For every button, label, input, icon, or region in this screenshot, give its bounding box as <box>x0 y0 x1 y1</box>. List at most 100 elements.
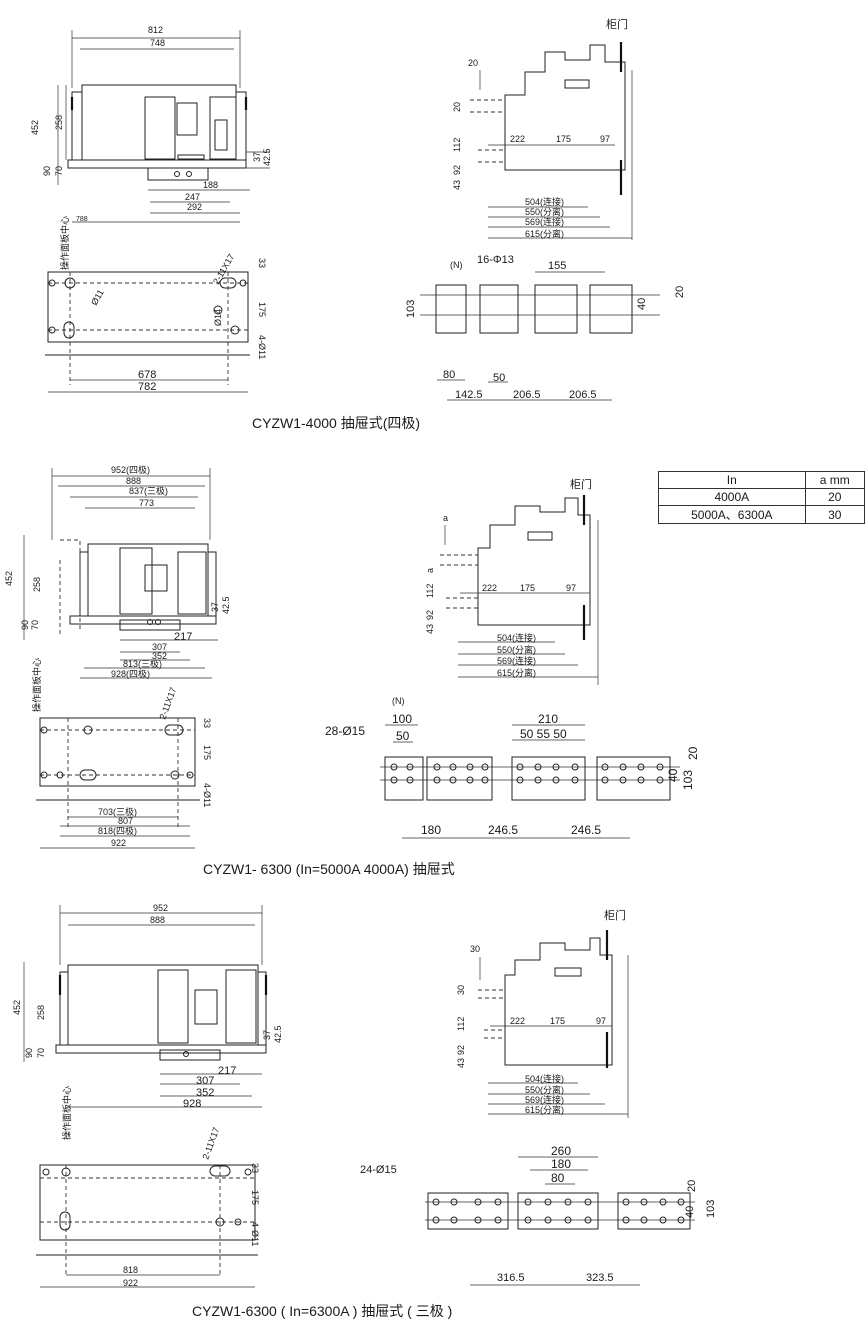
dim-43: 43 <box>456 1058 466 1068</box>
diagram-title-6300-a: CYZW1- 6300 (In=5000A 4000A) 抽屉式 <box>203 861 455 877</box>
dim-928: 928(四极) <box>111 668 150 679</box>
dim-206-5-a: 206.5 <box>513 389 541 401</box>
dim-928: 928 <box>183 1098 201 1110</box>
dim-550: 550(分离) <box>525 1084 564 1095</box>
terminal-view-6300-a: (N) 28-Ø15 100 50 210 50 55 50 20 <box>325 696 700 839</box>
dim-40: 40 <box>666 768 680 782</box>
dim-246-5-b: 246.5 <box>571 823 601 837</box>
mount-view-4000: 2-11X17 Ø11 Ø14 33 175 4-Ø11 678 782 <box>45 252 267 393</box>
dim-70: 70 <box>36 1048 46 1058</box>
dim-703: 703(三极) <box>98 806 137 817</box>
dim-217: 217 <box>218 1065 236 1077</box>
dim-42-5: 42.5 <box>221 596 231 614</box>
dim-42-5: 42.5 <box>273 1025 283 1043</box>
dim-20: 20 <box>686 1180 698 1192</box>
terminal-view-4000: (N) 16-Φ13 155 103 20 40 80 50 142.5 206… <box>405 254 686 401</box>
dim-504: 504(连接) <box>525 1073 564 1084</box>
dim-42-5: 42.5 <box>262 148 272 166</box>
dim-188: 188 <box>203 180 218 190</box>
dim-569: 569(连接) <box>497 655 536 666</box>
dim-210: 210 <box>538 712 558 726</box>
front-view-6300-a: 952(四极) 888 837(三极) 773 452 258 90 70 37 <box>4 464 231 712</box>
dim-97: 97 <box>600 134 610 144</box>
dim-103: 103 <box>405 300 417 318</box>
hole-o11: Ø11 <box>89 288 106 307</box>
table-cell-a-value: 20 <box>804 488 866 506</box>
dim-175: 175 <box>257 302 267 317</box>
dim-888: 888 <box>150 915 165 925</box>
dim-258: 258 <box>32 577 42 592</box>
dim-80: 80 <box>443 369 455 381</box>
dim-550: 550(分离) <box>497 644 536 655</box>
dim-952: 952 <box>153 903 168 913</box>
dim-50-55-50: 50 55 50 <box>520 727 567 741</box>
dim-92: 92 <box>452 165 462 175</box>
dim-43: 43 <box>452 180 462 190</box>
dim-258: 258 <box>36 1005 46 1020</box>
dim-30-left: 30 <box>456 985 466 995</box>
dim-222: 222 <box>482 583 497 593</box>
table-cell-a-value: 30 <box>804 505 866 524</box>
diagram-title-4000: CYZW1-4000 抽屉式(四极) <box>252 415 420 431</box>
dim-258: 258 <box>54 115 64 130</box>
dim-452: 452 <box>30 120 40 135</box>
dim-818: 818(四极) <box>98 825 137 836</box>
table-row: 5000A、6300A 30 <box>658 505 866 524</box>
dim-292: 292 <box>187 202 202 212</box>
panel-center-label: 操作面板中心 <box>31 658 42 712</box>
dim-452: 452 <box>4 571 14 586</box>
door-label: 柜门 <box>604 908 626 922</box>
table-row: 4000A 20 <box>658 488 866 506</box>
dim-175: 175 <box>202 745 212 760</box>
side-view-4000: 柜门 20 20 112 43 92 222 175 97 504(连接) 55… <box>452 17 633 240</box>
slot-2-11x17: 2-11X17 <box>157 686 178 721</box>
dim-90: 90 <box>20 620 30 630</box>
dim-33: 33 <box>257 258 267 268</box>
hole-o14: Ø14 <box>213 309 223 326</box>
dim-504: 504(连接) <box>497 632 536 643</box>
dim-33: 33 <box>250 1163 260 1173</box>
dim-37: 37 <box>262 1030 272 1040</box>
dim-70: 70 <box>30 620 40 630</box>
dim-307: 307 <box>152 642 167 652</box>
dim-20-left: 20 <box>452 102 462 112</box>
door-label: 柜门 <box>606 17 628 31</box>
dim-97: 97 <box>566 583 576 593</box>
holes-28-o15: 28-Ø15 <box>325 724 365 738</box>
dim-20: 20 <box>674 286 686 298</box>
dim-175: 175 <box>250 1190 260 1205</box>
dim-103: 103 <box>705 1200 717 1218</box>
panel-center-label: 操作面板中心 <box>61 1086 72 1140</box>
dim-175: 175 <box>520 583 535 593</box>
dim-615: 615(分离) <box>525 1104 564 1115</box>
table-cell-current: 4000A <box>658 488 806 506</box>
dim-180: 180 <box>551 1157 571 1171</box>
dim-307: 307 <box>196 1075 214 1087</box>
diagram-title-6300-b: CYZW1-6300 ( In=6300A ) 抽屉式 ( 三极 ) <box>192 1303 452 1319</box>
mount-view-6300-b: 2-11X17 33 175 4-Ø11 818 922 <box>36 1126 260 1288</box>
dim-217: 217 <box>174 631 192 643</box>
holes-4-o11: 4-Ø11 <box>250 1222 260 1246</box>
dim-100: 100 <box>392 712 412 726</box>
dim-888: 888 <box>126 476 141 486</box>
dim-246-5-a: 246.5 <box>488 823 518 837</box>
dim-97: 97 <box>596 1016 606 1026</box>
dim-43: 43 <box>425 624 435 634</box>
dim-a-left: a <box>425 568 435 573</box>
side-view-6300-b: 柜门 30 30 112 43 92 222 175 97 504(连接) 55… <box>456 908 629 1118</box>
table-header-a-mm: a mm <box>804 471 866 489</box>
dim-952: 952(四极) <box>111 464 150 475</box>
section-cyzw1-6300-6300a: 952 888 452 258 90 70 37 42.5 217 307 <box>12 903 717 1319</box>
dim-70: 70 <box>54 166 64 176</box>
door-label: 柜门 <box>570 477 592 491</box>
mount-view-6300-a: 2-11X17 33 175 4-Ø11 703(三极) 807 818(四极)… <box>36 686 212 849</box>
dim-175: 175 <box>556 134 571 144</box>
dim-112: 112 <box>425 584 435 598</box>
dim-615: 615(分离) <box>525 228 564 239</box>
side-view-6300-a: 柜门 a a 112 43 92 222 175 97 504(连接) 550(… <box>425 477 599 685</box>
section-cyzw1-4000: 812 748 452 258 90 70 37 <box>30 17 686 431</box>
dim-773: 773 <box>139 498 154 508</box>
terminal-view-6300-b: 24-Ø15 260 180 80 20 40 103 316.5 323.5 <box>360 1144 717 1286</box>
dim-788: 788 <box>76 216 88 223</box>
